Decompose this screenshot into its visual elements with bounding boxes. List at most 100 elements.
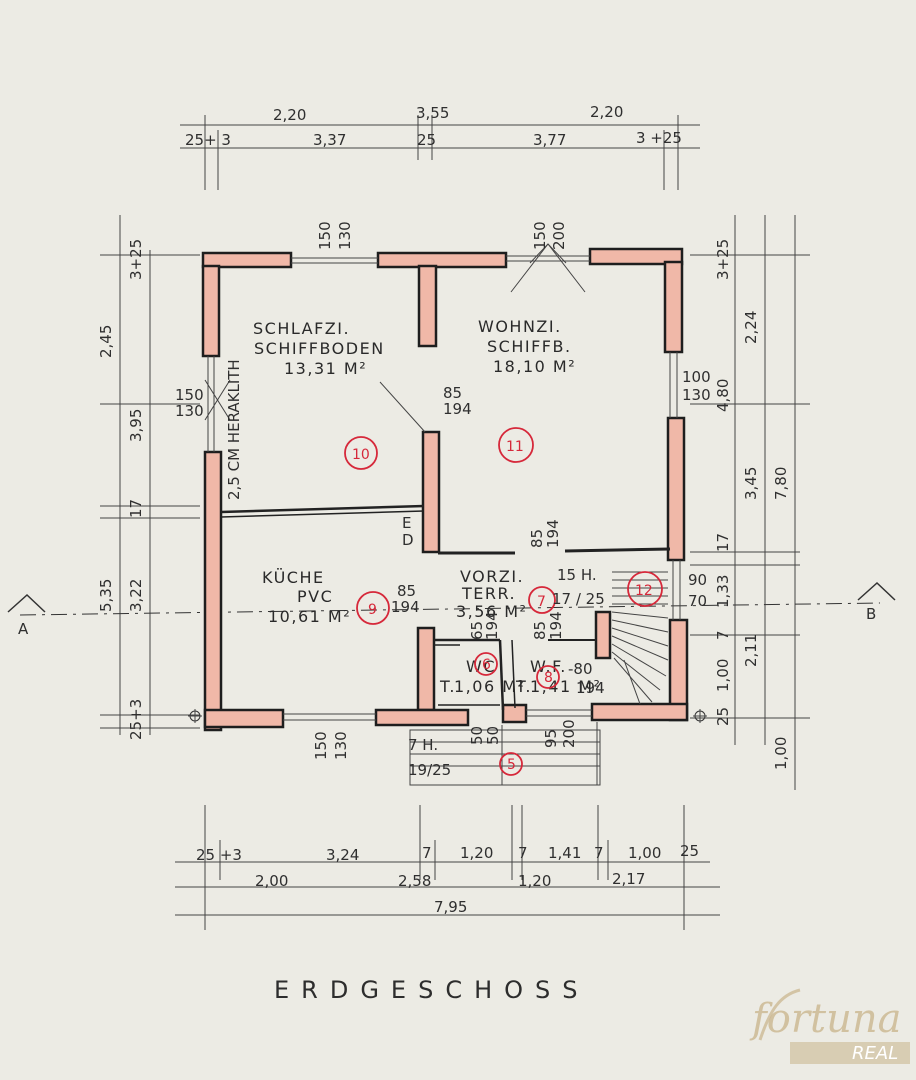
bottom-dim-10: 2,00 bbox=[255, 872, 288, 890]
bottom-dim-12: 1,20 bbox=[518, 872, 551, 890]
opening-win-stair-b: 70 bbox=[688, 592, 707, 610]
room-area: 1,06 M² bbox=[454, 677, 525, 696]
main-stair bbox=[611, 571, 669, 705]
brand-sub: REAL bbox=[852, 1043, 898, 1064]
room-name: WOHNZI. bbox=[478, 317, 562, 336]
opening-door-entry-b: 200 bbox=[560, 719, 578, 748]
room-entry: 5 bbox=[499, 752, 523, 776]
room-area: 3,56 M² bbox=[456, 602, 527, 621]
section-label-a: A bbox=[18, 620, 29, 638]
top-dim-7: 3,77 bbox=[533, 131, 566, 149]
label-e: E bbox=[402, 514, 411, 532]
room-floor: T. bbox=[439, 677, 456, 696]
opening-door-wohn-a: 85 bbox=[528, 529, 546, 548]
walls bbox=[201, 247, 689, 732]
left-dim-7: 25+3 bbox=[127, 699, 145, 740]
top-dim-4: 25+ 3 bbox=[185, 131, 231, 149]
top-dim-8: 3 +25 bbox=[636, 129, 682, 147]
top-dim-6: 25 bbox=[417, 131, 436, 149]
top-dim-2: 3,55 bbox=[416, 104, 449, 122]
right-dim-1: 3+25 bbox=[714, 239, 732, 280]
opening-win-right-a: 100 bbox=[682, 368, 711, 386]
plan-title: ERDGESCHOSS bbox=[274, 976, 589, 1004]
room-number: 12 bbox=[635, 583, 653, 599]
room-wc: WC T. 1,06 M² 6 bbox=[439, 652, 525, 696]
room-name: SCHLAFZI. bbox=[253, 319, 350, 338]
axis-markers bbox=[188, 709, 707, 723]
right-dim-6: 17 bbox=[714, 533, 732, 552]
left-dim-2: 2,45 bbox=[97, 325, 115, 358]
top-dim-5: 3,37 bbox=[313, 131, 346, 149]
top-dim-1: 2,20 bbox=[273, 106, 306, 124]
top-dimension-lines bbox=[180, 115, 700, 190]
heraklith-note: 2,5 CM HERAKLITH bbox=[225, 359, 243, 500]
room-name: WC bbox=[466, 657, 496, 676]
room-number: 7 bbox=[537, 594, 546, 610]
opening-win-right-b: 130 bbox=[682, 386, 711, 404]
opening-labels: 150 130 150 200 150 130 100 130 85 194 8… bbox=[175, 221, 711, 760]
opening-win-top-right-b: 200 bbox=[550, 221, 568, 250]
room-area: 18,10 M² bbox=[493, 357, 576, 376]
room-floor: PVC bbox=[297, 587, 333, 606]
top-dim-3: 2,20 bbox=[590, 103, 623, 121]
opening-win-top-left-b: 130 bbox=[336, 221, 354, 250]
brand-logo: fortuna REAL bbox=[749, 988, 910, 1064]
bottom-dim-14: 7,95 bbox=[434, 898, 467, 916]
bottom-dim-4: 1,20 bbox=[460, 844, 493, 862]
left-dim-5: 5,35 bbox=[97, 579, 115, 612]
left-dim-6: 3,22 bbox=[127, 579, 145, 612]
bottom-dim-11: 2,58 bbox=[398, 872, 431, 890]
room-number: 9 bbox=[368, 602, 377, 618]
left-dim-4: 17 bbox=[127, 499, 145, 518]
opening-door-kueche-b: 194 bbox=[391, 598, 420, 616]
stair-main-rise: 17 / 25 bbox=[552, 590, 605, 608]
stair-main-count: 15 H. bbox=[557, 566, 597, 584]
bottom-dim-8: 1,00 bbox=[628, 844, 661, 862]
opening-win-bottom-a: 150 bbox=[312, 731, 330, 760]
opening-win-left-a: 150 bbox=[175, 386, 204, 404]
bottom-dim-3: 7 bbox=[422, 844, 432, 862]
room-floor: T. bbox=[515, 677, 532, 696]
stair-entry-count: 7 H. bbox=[408, 736, 438, 754]
room-number: 11 bbox=[506, 439, 524, 455]
opening-door-wc-b: 194 bbox=[483, 611, 501, 640]
opening-door-wf-b: 194 bbox=[547, 611, 565, 640]
section-line bbox=[7, 581, 896, 616]
left-dim-3: 3,95 bbox=[127, 409, 145, 442]
room-floor: TERR. bbox=[461, 584, 516, 603]
bottom-dim-7: 7 bbox=[594, 844, 604, 862]
room-area: 1,41 M² bbox=[530, 677, 601, 696]
right-dim-4: 3,45 bbox=[742, 467, 760, 500]
room-kueche: KÜCHE PVC 10,61 M² 9 bbox=[262, 568, 390, 626]
right-dim-11: 25 bbox=[714, 707, 732, 726]
right-dim-8: 7 bbox=[714, 630, 732, 640]
bottom-dim-5: 7 bbox=[518, 844, 528, 862]
right-dimension-lines bbox=[690, 215, 810, 790]
opening-door-wohn-b: 194 bbox=[544, 519, 562, 548]
opening-win-stair-a: 90 bbox=[688, 571, 707, 589]
right-dim-5: 7,80 bbox=[772, 467, 790, 500]
room-number: 8 bbox=[544, 670, 553, 686]
opening-door-wf-a: 85 bbox=[531, 621, 549, 640]
bottom-dim-1: 25 +3 bbox=[196, 846, 242, 864]
room-waschraum: W.F. T. 1,41 M² 8 bbox=[515, 657, 601, 696]
room-name: KÜCHE bbox=[262, 568, 325, 587]
opening-win-wf-b: 194 bbox=[576, 679, 605, 697]
opening-door-schlaf-a: 85 bbox=[443, 384, 462, 402]
windows bbox=[204, 243, 681, 721]
opening-win-bottom-b: 130 bbox=[332, 731, 350, 760]
right-dim-12: 1,00 bbox=[772, 737, 790, 770]
bottom-dim-2: 3,24 bbox=[326, 846, 359, 864]
opening-win-left-b: 130 bbox=[175, 402, 204, 420]
bottom-dim-6: 1,41 bbox=[548, 844, 581, 862]
label-d: D bbox=[402, 531, 414, 549]
room-vorzimmer: VORZI. TERR. 3,56 M² 7 bbox=[456, 567, 556, 621]
left-dimension-lines bbox=[100, 215, 200, 735]
room-stair: 12 bbox=[627, 571, 663, 607]
room-name: VORZI. bbox=[460, 567, 524, 586]
room-number: 6 bbox=[482, 657, 491, 673]
right-dim-3: 4,80 bbox=[714, 379, 732, 412]
opening-win-top-left-a: 150 bbox=[316, 221, 334, 250]
room-number: 10 bbox=[352, 447, 370, 463]
